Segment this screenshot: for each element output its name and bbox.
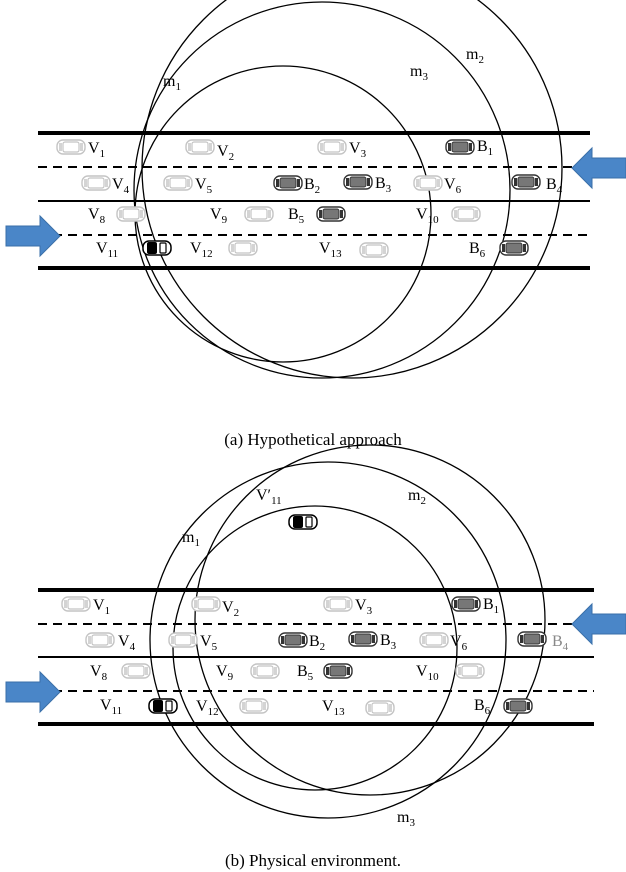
beacon-b5: [316, 206, 346, 222]
vehicle-v8: [121, 663, 151, 679]
vehicle-v5: [163, 175, 193, 191]
road-b: [38, 588, 594, 726]
vehicle-v12: [228, 240, 258, 256]
vehicle-v1: [56, 139, 86, 155]
label-v12: V12: [196, 698, 219, 718]
circle-m3: [133, 1, 511, 379]
circle-m2: [141, 0, 563, 379]
label-v6: V6: [450, 633, 468, 653]
vehicle-v1: [61, 596, 91, 612]
label-b5: B5: [288, 206, 305, 226]
label-v11: V11: [100, 697, 122, 717]
label-m2: m2: [408, 487, 426, 507]
beacon-b2: [278, 632, 308, 648]
label-v5: V5: [200, 633, 218, 653]
vehicle-v3: [317, 139, 347, 155]
label-b1: B1: [483, 596, 499, 616]
vehicle-v9: [244, 206, 274, 222]
caption-a: (a) Hypothetical approach: [224, 430, 402, 449]
beacon-b2: [273, 175, 303, 191]
vehicle-v12: [239, 698, 269, 714]
vehicle-v10: [451, 206, 481, 222]
label-v3: V3: [349, 140, 367, 160]
label-v11-prime: V′11: [256, 487, 282, 507]
label-v9: V9: [216, 663, 234, 683]
label-v2: V2: [222, 599, 239, 619]
vehicle-v8: [116, 206, 146, 222]
beacon-b1: [451, 596, 481, 612]
label-v6: V6: [444, 176, 462, 196]
label-v12: V12: [190, 240, 213, 260]
label-m1: m1: [182, 529, 200, 549]
label-v3: V3: [355, 597, 373, 617]
beacon-b3: [348, 631, 378, 647]
vehicle-v2: [185, 139, 215, 155]
label-v11: V11: [96, 240, 118, 260]
label-v10: V10: [416, 206, 439, 226]
circle-m2: [194, 444, 546, 796]
attacker-vehicle-v11: [148, 698, 178, 714]
label-m3: m3: [397, 809, 415, 829]
beacon-b5: [323, 663, 353, 679]
label-b4: B4: [552, 633, 569, 653]
label-b5: B5: [297, 663, 314, 683]
beacon-b6: [499, 240, 529, 256]
label-b4: B4: [546, 176, 563, 196]
beacon-b3: [343, 174, 373, 190]
direction-arrow-right: [5, 671, 61, 713]
caption-b: (b) Physical environment.: [225, 851, 401, 870]
beacon-b4: [517, 631, 547, 647]
beacon-b1: [445, 139, 475, 155]
label-v10: V10: [416, 663, 439, 683]
label-v1: V1: [93, 597, 110, 617]
attacker-vehicle-v11: [142, 240, 172, 256]
circles-b: [149, 444, 546, 819]
virtual-vehicle-v11-prime: [288, 514, 318, 530]
label-v8: V8: [90, 663, 108, 683]
vehicle-v13: [365, 700, 395, 716]
panel-b: V′11 m1 m2 m3 V1 V2 V3 B1 V4 V5 B2 B3 V6…: [5, 444, 626, 870]
vehicle-v6: [413, 175, 443, 191]
panel-a: m1 m3 m2 V1 V2 V3 B1 V4 V5 B2 B3 V6 B4 V…: [5, 0, 626, 449]
direction-arrow-right: [5, 215, 61, 257]
vehicle-v4: [81, 175, 111, 191]
beacon-b4: [511, 174, 541, 190]
label-v8: V8: [88, 206, 106, 226]
label-v13: V13: [322, 698, 345, 718]
label-b3: B3: [375, 175, 392, 195]
circle-m1: [172, 505, 458, 791]
label-b2: B2: [304, 176, 320, 196]
direction-arrow-left: [571, 603, 626, 645]
vehicle-v3: [323, 596, 353, 612]
label-v4: V4: [112, 176, 130, 196]
vehicle-v13: [359, 242, 389, 258]
label-m3: m3: [410, 63, 428, 83]
circle-m3: [149, 461, 507, 819]
direction-arrow-left: [571, 147, 626, 189]
label-v1: V1: [88, 140, 105, 160]
vehicle-v9: [250, 663, 280, 679]
label-v9: V9: [210, 206, 228, 226]
label-b3: B3: [380, 632, 397, 652]
vehicle-v2: [191, 596, 221, 612]
label-b2: B2: [309, 633, 325, 653]
vehicle-v6: [419, 632, 449, 648]
label-m1: m1: [163, 73, 181, 93]
beacon-b6: [503, 698, 533, 714]
vehicle-v5: [168, 632, 198, 648]
vehicle-v10: [455, 663, 485, 679]
label-b6: B6: [474, 697, 491, 717]
label-v13: V13: [319, 240, 342, 260]
label-m2: m2: [466, 46, 484, 66]
label-v4: V4: [118, 633, 136, 653]
label-b1: B1: [477, 138, 493, 158]
vehicle-v4: [85, 632, 115, 648]
label-v5: V5: [195, 176, 213, 196]
label-v2: V2: [217, 143, 234, 163]
road-a: [38, 131, 590, 270]
circle-m1: [134, 65, 432, 363]
label-b6: B6: [469, 240, 486, 260]
